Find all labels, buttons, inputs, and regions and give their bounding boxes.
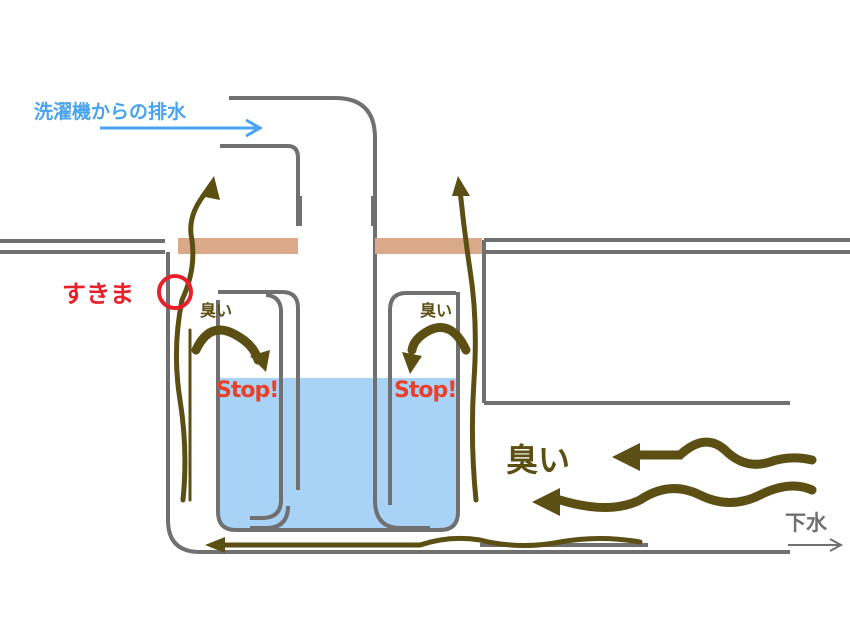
gap-label: すきま xyxy=(62,280,134,308)
stop-right-label: Stop! xyxy=(394,378,456,403)
smell-stream-bottom xyxy=(212,535,643,549)
standpipe xyxy=(229,96,430,530)
smell-left-rise xyxy=(173,187,211,503)
smell-streams xyxy=(173,187,817,549)
inner-cup xyxy=(216,290,460,532)
inlet-label: 洗濯機からの排水 xyxy=(34,100,187,123)
smell-stream-mid xyxy=(555,481,817,512)
seal-band-left xyxy=(178,238,298,254)
drain-label: 下水 xyxy=(785,511,828,535)
smell-left-curl xyxy=(191,325,263,365)
gasket-right xyxy=(371,196,377,226)
floor-right xyxy=(482,238,850,405)
stop-left-label: Stop! xyxy=(216,378,278,403)
smell-left-label: 臭い xyxy=(200,301,232,320)
standpipe-inner-right xyxy=(305,146,330,170)
gap-marker xyxy=(157,274,193,310)
smell-right-curl xyxy=(407,323,471,355)
left-hood xyxy=(250,293,290,530)
inlet-arrow xyxy=(100,118,264,138)
floor-left xyxy=(0,239,165,254)
smell-stream-top xyxy=(635,437,817,469)
seal-band-right xyxy=(375,238,482,254)
right-hood xyxy=(388,291,456,505)
trap-water xyxy=(218,378,458,530)
smell-arrowheads xyxy=(200,176,640,553)
trap-body xyxy=(166,252,790,554)
smell-right-rise xyxy=(457,187,479,503)
standpipe-inner xyxy=(220,144,300,205)
gasket-left xyxy=(296,196,302,226)
smell-main-label: 臭い xyxy=(506,441,570,479)
smell-right-label: 臭い xyxy=(420,301,452,320)
drain-arrow xyxy=(788,538,844,552)
